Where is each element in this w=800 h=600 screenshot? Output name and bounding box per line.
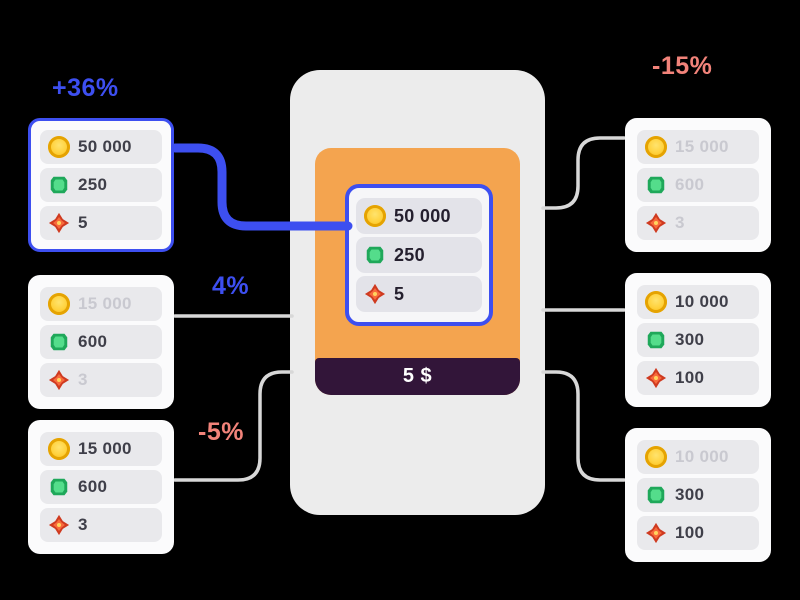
gem-row: 250 bbox=[356, 237, 482, 273]
coin-icon bbox=[48, 293, 70, 315]
bundle-card-mid-right[interactable]: 10 000 300 100 bbox=[625, 273, 771, 407]
gem-amount: 600 bbox=[78, 332, 108, 351]
gem-amount: 600 bbox=[78, 477, 108, 496]
bundle-card-bottom-right[interactable]: 10 000 300 100 bbox=[625, 428, 771, 562]
gem-row: 250 bbox=[40, 168, 162, 202]
coin-amount: 10 000 bbox=[675, 447, 729, 466]
gem-icon bbox=[645, 484, 667, 506]
pct-label-top-right: -15% bbox=[652, 52, 713, 80]
coin-amount: 15 000 bbox=[78, 439, 132, 458]
crystal-amount: 5 bbox=[78, 213, 88, 232]
crystal-icon bbox=[48, 369, 70, 391]
crystal-icon bbox=[364, 283, 386, 305]
crystal-row: 100 bbox=[637, 361, 759, 395]
coin-row: 15 000 bbox=[637, 130, 759, 164]
coin-icon bbox=[645, 446, 667, 468]
crystal-row: 5 bbox=[356, 276, 482, 312]
bundle-card-bottom-left[interactable]: 15 000 600 3 bbox=[28, 420, 174, 554]
gem-amount: 300 bbox=[675, 485, 705, 504]
coin-amount: 50 000 bbox=[78, 137, 132, 156]
crystal-amount: 100 bbox=[675, 368, 705, 387]
crystal-row: 3 bbox=[637, 206, 759, 240]
crystal-row: 3 bbox=[40, 508, 162, 542]
gem-amount: 300 bbox=[675, 330, 705, 349]
coin-row: 15 000 bbox=[40, 432, 162, 466]
coin-icon bbox=[645, 291, 667, 313]
gem-icon bbox=[48, 174, 70, 196]
crystal-amount: 3 bbox=[675, 213, 685, 232]
coin-row: 10 000 bbox=[637, 440, 759, 474]
crystal-row: 100 bbox=[637, 516, 759, 550]
price-button[interactable]: 5 $ bbox=[315, 358, 520, 395]
bundle-card-top-left[interactable]: 50 000 250 5 bbox=[28, 118, 174, 252]
gem-row: 600 bbox=[40, 470, 162, 504]
connector-bottom-right bbox=[541, 370, 626, 482]
coin-row: 50 000 bbox=[40, 130, 162, 164]
offer-bundle-box: 50 000 250 bbox=[345, 184, 493, 326]
crystal-icon bbox=[645, 212, 667, 234]
crystal-amount: 100 bbox=[675, 523, 705, 542]
coin-icon bbox=[645, 136, 667, 158]
coin-icon bbox=[48, 136, 70, 158]
bundle-card-mid-left[interactable]: 15 000 600 3 bbox=[28, 275, 174, 409]
gem-row: 600 bbox=[637, 168, 759, 202]
coin-amount: 10 000 bbox=[675, 292, 729, 311]
gem-amount: 250 bbox=[78, 175, 108, 194]
crystal-icon bbox=[48, 212, 70, 234]
crystal-row: 3 bbox=[40, 363, 162, 397]
gem-amount: 600 bbox=[675, 175, 705, 194]
offer-card[interactable]: 50 000 250 bbox=[315, 148, 520, 395]
gem-icon bbox=[645, 174, 667, 196]
connector-top-right bbox=[541, 136, 626, 210]
gem-icon bbox=[48, 331, 70, 353]
crystal-amount: 3 bbox=[78, 515, 88, 534]
pct-label-top-left: +36% bbox=[52, 74, 119, 102]
pct-label-mid-left: 4% bbox=[212, 272, 250, 300]
pct-label-bottom-left: -5% bbox=[198, 418, 244, 446]
coin-row: 10 000 bbox=[637, 285, 759, 319]
coin-icon bbox=[48, 438, 70, 460]
crystal-row: 5 bbox=[40, 206, 162, 240]
gem-icon bbox=[48, 476, 70, 498]
gem-icon bbox=[364, 244, 386, 266]
coin-amount: 50 000 bbox=[394, 205, 451, 226]
coin-row: 15 000 bbox=[40, 287, 162, 321]
crystal-amount: 3 bbox=[78, 370, 88, 389]
gem-amount: 250 bbox=[394, 244, 425, 265]
coin-amount: 15 000 bbox=[675, 137, 729, 156]
gem-icon bbox=[645, 329, 667, 351]
gem-row: 300 bbox=[637, 323, 759, 357]
price-label: 5 $ bbox=[402, 365, 433, 387]
crystal-amount: 5 bbox=[394, 283, 405, 304]
coin-row: 50 000 bbox=[356, 198, 482, 234]
gem-row: 600 bbox=[40, 325, 162, 359]
coin-amount: 15 000 bbox=[78, 294, 132, 313]
crystal-icon bbox=[645, 522, 667, 544]
coin-icon bbox=[364, 205, 386, 227]
gem-row: 300 bbox=[637, 478, 759, 512]
crystal-icon bbox=[48, 514, 70, 536]
crystal-icon bbox=[645, 367, 667, 389]
bundle-card-top-right[interactable]: 15 000 600 3 bbox=[625, 118, 771, 252]
